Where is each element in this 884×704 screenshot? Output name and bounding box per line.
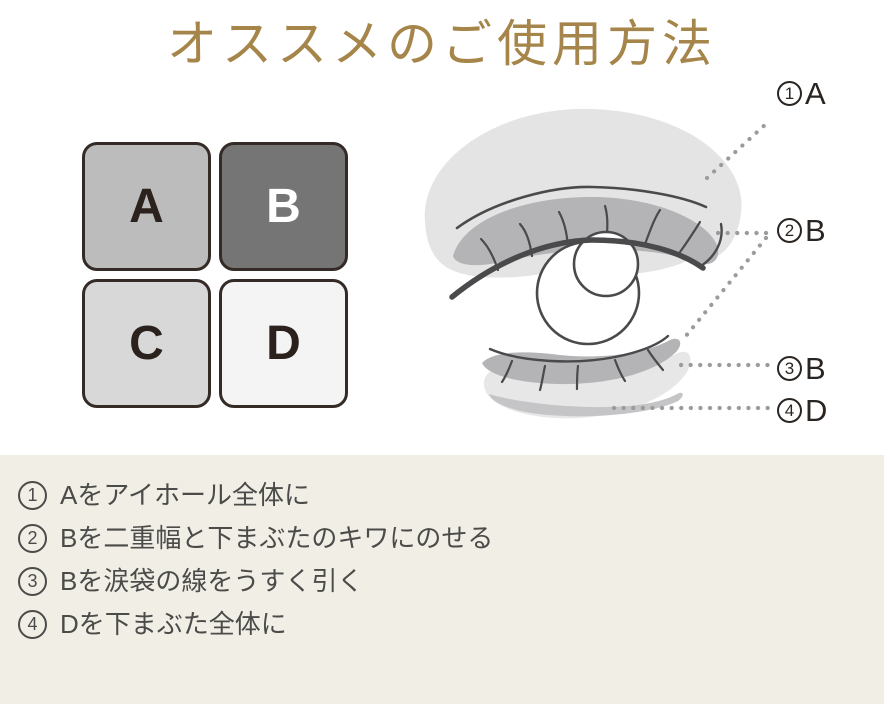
instructions-box: 1 Aをアイホール全体に 2 Bを二重幅と下まぶたのキワにのせる 3 Bを涙袋の…	[0, 455, 884, 704]
pupil-highlight	[572, 230, 640, 298]
pointer-2b-lower	[678, 235, 769, 345]
lower-lash-line	[488, 334, 670, 363]
outer-corner-line	[699, 222, 723, 268]
label-3-circle: 3	[777, 356, 802, 381]
instruction-1-number: 1	[18, 480, 47, 510]
label-1-circle: 1	[777, 81, 802, 106]
swatch-c-label: C	[129, 317, 164, 370]
diagram-label-3b: 3 B	[777, 353, 826, 384]
swatch-a-label: A	[129, 180, 164, 233]
pointer-1a	[704, 120, 770, 181]
swatch-d-label: D	[266, 317, 301, 370]
instruction-3-text: Bを涙袋の線をうすく引く	[60, 566, 364, 596]
crease-line	[455, 185, 708, 230]
label-4-circle: 4	[777, 398, 802, 423]
swatch-a: A	[82, 142, 211, 271]
swatch-b-label: B	[266, 180, 301, 233]
instruction-item-2: 2 Bを二重幅と下まぶたのキワにのせる	[18, 523, 884, 553]
label-4-letter: D	[805, 393, 828, 428]
instruction-4-text: Dを下まぶた全体に	[60, 609, 287, 639]
eye-diagram-illustration	[424, 108, 772, 419]
diagram-label-2b: 2 B	[777, 215, 826, 246]
instruction-4-number: 4	[18, 609, 47, 639]
swatch-c: C	[82, 279, 211, 408]
label-3-letter: B	[805, 351, 826, 386]
upper-lash-line	[449, 237, 706, 300]
diagram-label-1a: 1 A	[777, 78, 826, 109]
instruction-item-4: 4 Dを下まぶた全体に	[18, 609, 884, 639]
page-title: オススメのご使用方法	[167, 16, 717, 72]
instruction-item-1: 1 Aをアイホール全体に	[18, 480, 884, 510]
label-2-circle: 2	[777, 218, 802, 243]
lower-lashes	[500, 348, 665, 392]
instruction-2-text: Bを二重幅と下まぶたのキワにのせる	[60, 523, 494, 553]
swatch-d: D	[219, 279, 348, 408]
lower-lid-line-d	[489, 392, 683, 417]
instruction-3-number: 3	[18, 566, 47, 596]
label-1-letter: A	[805, 76, 826, 111]
label-2-letter: B	[805, 213, 826, 248]
instruction-1-text: Aをアイホール全体に	[60, 480, 311, 510]
instruction-item-3: 3 Bを涙袋の線をうすく引く	[18, 566, 884, 596]
pointer-dotted-lines	[611, 120, 772, 411]
color-palette: A B C D	[82, 142, 348, 408]
instruction-2-number: 2	[18, 523, 47, 553]
swatch-b: B	[219, 142, 348, 271]
diagram-label-4d: 4 D	[777, 395, 827, 426]
